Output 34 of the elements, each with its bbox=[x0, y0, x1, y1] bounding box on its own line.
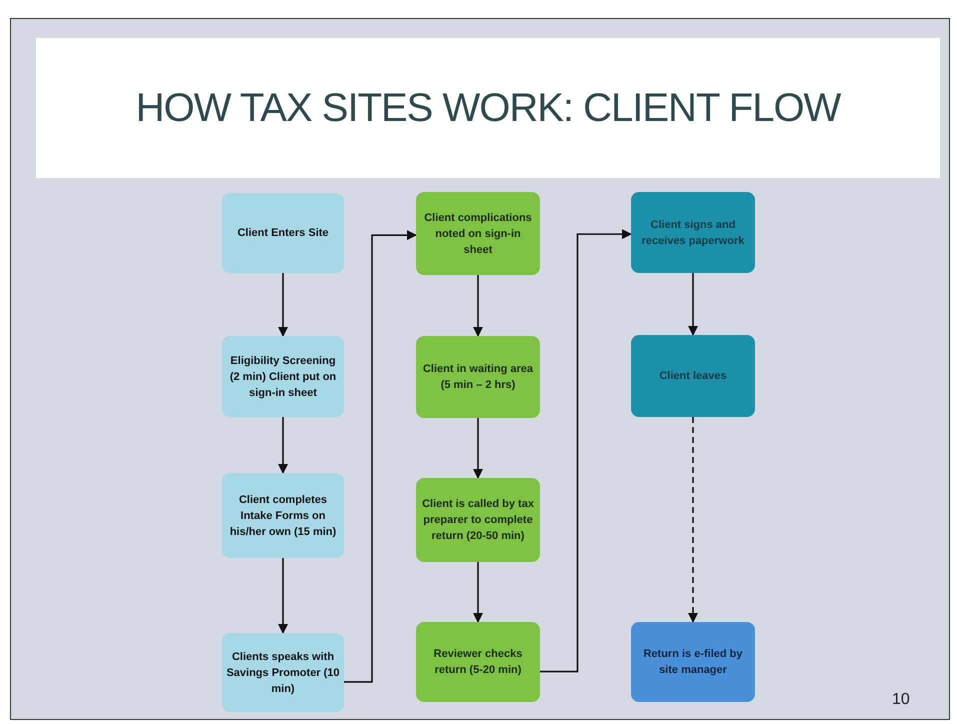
page-number: 10 bbox=[892, 690, 910, 710]
process-box bbox=[631, 192, 755, 273]
arrow bbox=[278, 558, 288, 634]
box-text: Reviewer checks return (5-20 min) bbox=[432, 647, 524, 678]
process-box bbox=[416, 336, 540, 418]
process-box bbox=[416, 192, 540, 275]
process-box bbox=[416, 622, 540, 702]
arrow bbox=[473, 562, 483, 623]
box-text: Client in waiting area (5 min – 2 hrs) bbox=[422, 362, 534, 393]
box-text: Client leaves bbox=[659, 369, 727, 384]
process-box bbox=[631, 335, 755, 417]
box-text: Return is e-filed by site manager bbox=[642, 647, 744, 678]
box-text: Client complications noted on sign-in sheet bbox=[423, 210, 533, 258]
arrow bbox=[278, 417, 288, 474]
box-text: Client Enters Site bbox=[237, 226, 329, 241]
process-box bbox=[222, 193, 344, 273]
arrow bbox=[278, 273, 288, 337]
process-box bbox=[222, 336, 344, 417]
box-text: Client completes Intake Forms on his/her own (15 min) bbox=[228, 492, 338, 540]
process-box bbox=[222, 473, 344, 558]
arrow bbox=[540, 229, 632, 672]
arrow bbox=[473, 418, 483, 479]
arrow bbox=[688, 273, 698, 336]
process-box bbox=[416, 478, 540, 562]
arrow bbox=[473, 275, 483, 337]
box-text: Clients speaks with Savings Promoter (10 min) bbox=[226, 650, 340, 696]
box-text: Eligibility Screening (2 min) Client put on sign-in sheet bbox=[228, 354, 338, 400]
process-box bbox=[631, 622, 755, 702]
title: HOW TAX SITES WORK: CLIENT FLOW bbox=[136, 85, 840, 132]
box-text: Client signs and receives paperwork bbox=[640, 218, 746, 248]
arrow bbox=[344, 230, 417, 683]
arrow bbox=[688, 417, 698, 623]
process-box bbox=[222, 633, 344, 712]
box-text: Client is called by tax preparer to complete return (20-50 min) bbox=[421, 497, 535, 544]
